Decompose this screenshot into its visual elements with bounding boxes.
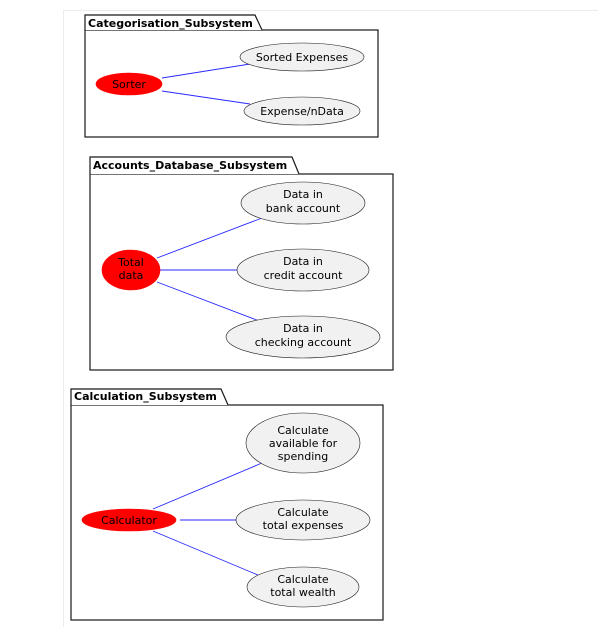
use-case-shape [240, 181, 366, 225]
association-link [156, 281, 263, 323]
actor-sorter[interactable]: Sorter [95, 72, 163, 96]
use-case-bank-account[interactable]: Data in bank account [240, 181, 366, 225]
use-case-shape [243, 96, 361, 126]
package-tab [70, 388, 229, 406]
actor-shape [81, 508, 177, 532]
actor-total-data[interactable]: Total data [101, 249, 161, 291]
package-categorisation: Categorisation_Subsystem Sorter Sorted E… [84, 14, 379, 138]
use-case-label: Calculate [277, 506, 329, 519]
actor-label: data [119, 269, 144, 282]
use-case-label: Calculate [277, 573, 329, 586]
use-case-label: credit account [264, 269, 343, 282]
use-case-label: available for [269, 437, 338, 450]
use-case-total-expenses[interactable]: Calculate total expenses [235, 499, 371, 541]
package-title: Calculation_Subsystem [74, 390, 217, 403]
package-tab [84, 14, 263, 31]
package-title: Categorisation_Subsystem [88, 17, 253, 30]
use-case-label: Calculate [277, 424, 329, 437]
actor-shape [101, 249, 161, 291]
use-case-label: bank account [266, 202, 341, 215]
use-case-label: Expense/nData [260, 105, 344, 118]
canvas-top-border [63, 10, 598, 11]
use-case-label: checking account [255, 336, 352, 349]
use-case-available-for-spending[interactable]: Calculate available for spending [245, 412, 361, 474]
association-link [156, 217, 263, 259]
use-case-label: total wealth [270, 586, 336, 599]
association-link [152, 462, 263, 510]
actor-shape [95, 72, 163, 96]
actor-label: Total [117, 256, 144, 269]
use-case-shape [246, 566, 360, 608]
use-case-label: Data in [283, 255, 323, 268]
actor-label: Calculator [101, 514, 157, 527]
use-case-label: Data in [283, 188, 323, 201]
package-tab [89, 156, 300, 175]
use-case-label: Data in [283, 322, 323, 335]
use-case-checking-account[interactable]: Data in checking account [225, 315, 381, 359]
use-case-shape [235, 499, 371, 541]
association-link [152, 530, 266, 579]
use-case-expense-data[interactable]: Expense/nData [243, 96, 361, 126]
package-calculation: Calculation_Subsystem Calculator Calcula… [70, 388, 384, 621]
use-case-shape [236, 248, 370, 292]
use-case-shape [225, 315, 381, 359]
actor-label: Sorter [112, 78, 146, 91]
use-case-credit-account[interactable]: Data in credit account [236, 248, 370, 292]
use-case-label: spending [278, 450, 328, 463]
package-title: Accounts_Database_Subsystem [93, 159, 287, 172]
association-link [161, 90, 251, 105]
use-case-shape [245, 412, 361, 474]
use-case-label: Sorted Expenses [256, 51, 348, 64]
use-case-shape [239, 42, 365, 72]
use-case-sorted-expenses[interactable]: Sorted Expenses [239, 42, 365, 72]
use-case-label: total expenses [263, 519, 344, 532]
use-case-total-wealth[interactable]: Calculate total wealth [246, 566, 360, 608]
actor-calculator[interactable]: Calculator [81, 508, 177, 532]
association-link [161, 63, 251, 79]
canvas-left-border [63, 10, 64, 627]
package-accounts-database: Accounts_Database_Subsystem Total data D… [89, 156, 394, 371]
